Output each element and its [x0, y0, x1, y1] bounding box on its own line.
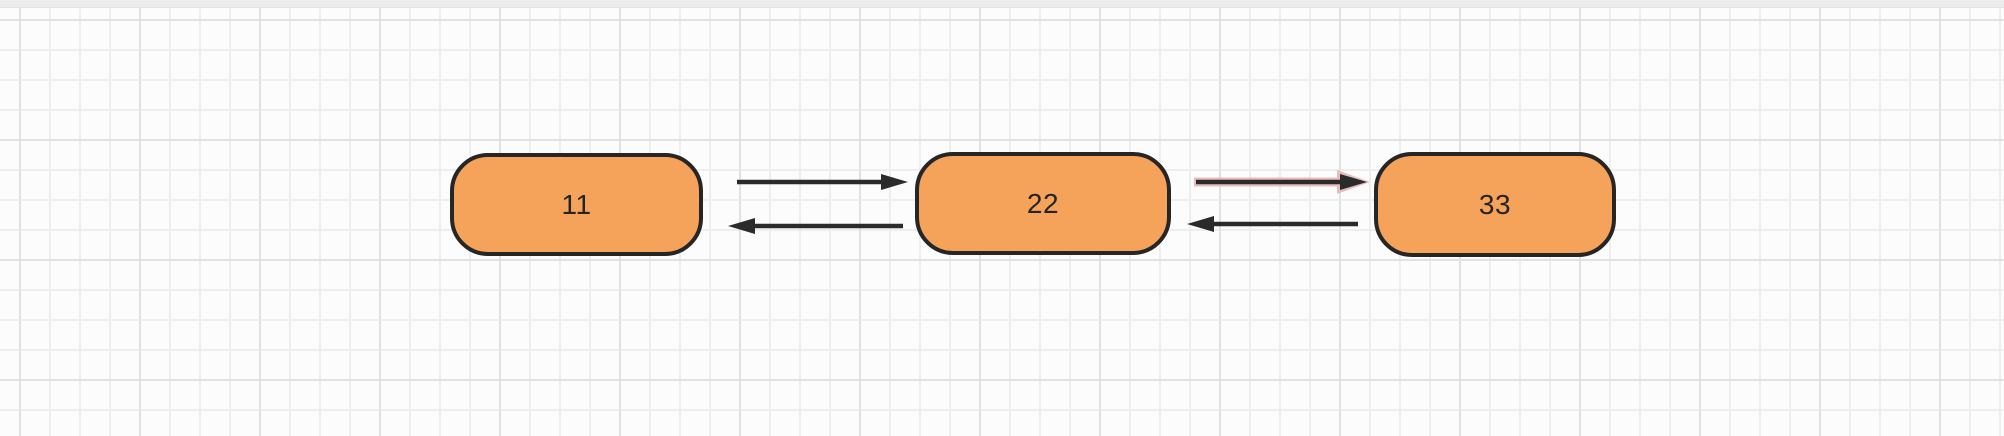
- node-label: 11: [561, 188, 592, 220]
- arrow-22-to-11[interactable]: [728, 218, 903, 234]
- node-label: 22: [1026, 187, 1060, 219]
- node-33[interactable]: 33: [1374, 152, 1616, 257]
- canvas-top-edge: [0, 0, 2004, 8]
- node-11[interactable]: 11: [450, 153, 703, 256]
- node-label: 33: [1478, 188, 1512, 220]
- arrow-22-to-33[interactable]: [1194, 170, 1370, 194]
- arrow-33-to-22[interactable]: [1187, 216, 1358, 232]
- arrow-11-to-22[interactable]: [737, 174, 908, 190]
- node-22[interactable]: 22: [915, 152, 1171, 255]
